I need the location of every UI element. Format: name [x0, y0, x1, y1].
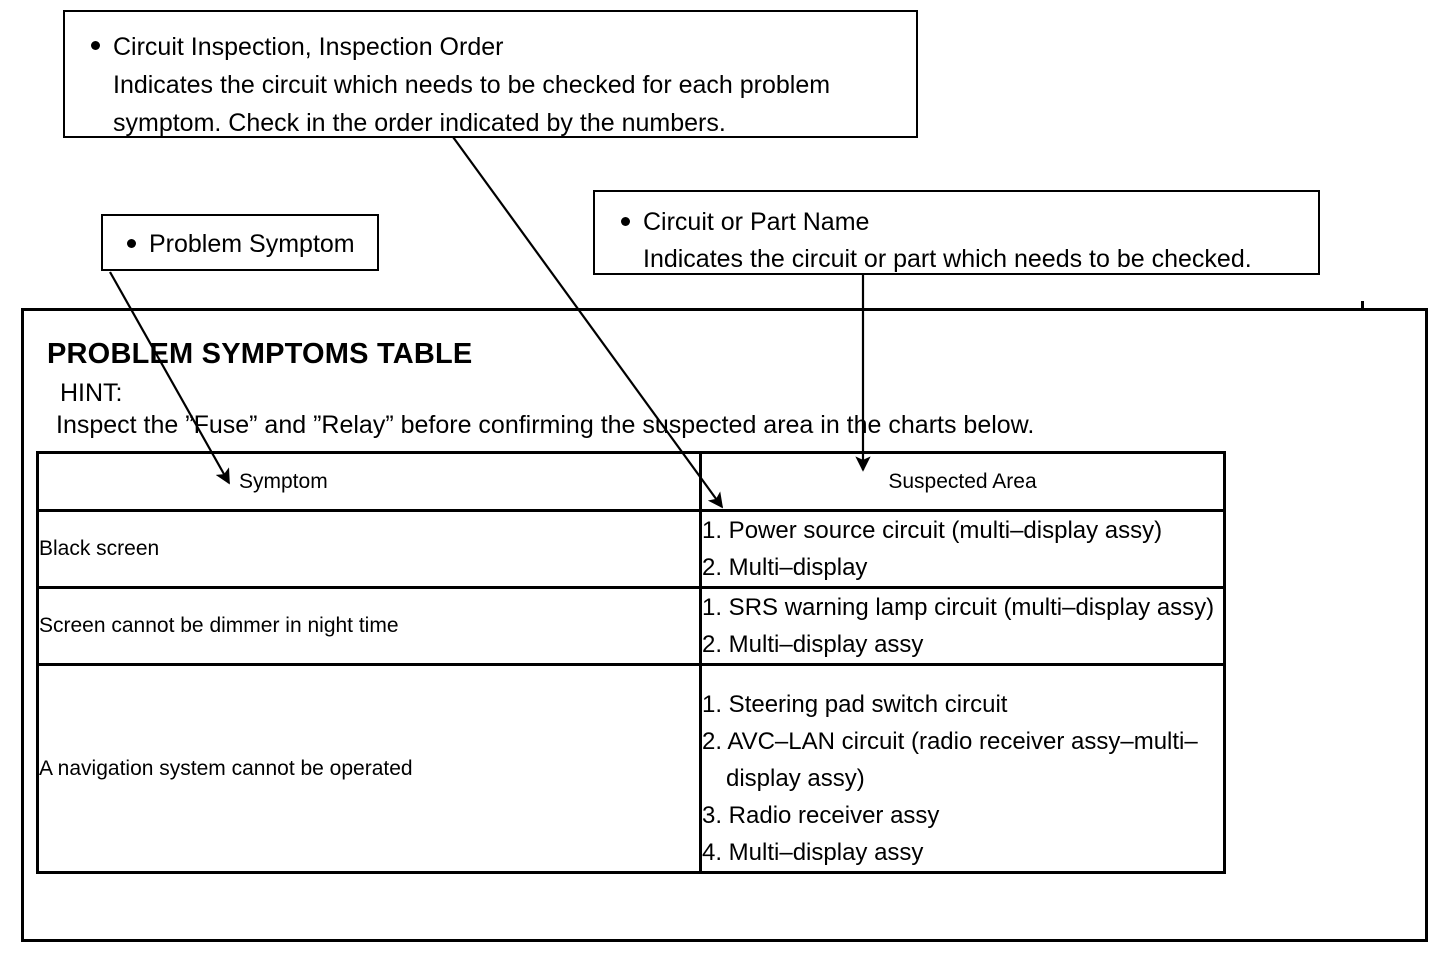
cell-symptom: A navigation system cannot be operated	[36, 663, 702, 874]
callout-body-line-2: symptom. Check in the order indicated by…	[113, 109, 726, 137]
problem-symptoms-table: Symptom Suspected Area Black screen 1. P…	[36, 451, 1226, 874]
suspected-area-item: 4. Multi–display assy	[702, 839, 924, 866]
callout-title: Circuit or Part Name	[643, 208, 870, 236]
table-header-row: Symptom Suspected Area	[36, 451, 1226, 512]
problem-symptoms-section: PROBLEM SYMPTOMS TABLE HINT: Inspect the…	[21, 308, 1428, 942]
callout-problem-symptom: Problem Symptom	[101, 214, 379, 271]
callout-body-line-1: Indicates the circuit or part which need…	[643, 245, 1252, 273]
hint-text: Inspect the ”Fuse” and ”Relay” before co…	[56, 411, 1035, 439]
bullet-dot-icon	[91, 41, 100, 50]
suspected-area-item: 2. Multi–display assy	[702, 631, 924, 658]
suspected-area-item: 2. AVC–LAN circuit (radio receiver assy–…	[702, 728, 1198, 755]
callout-inspection-order: Circuit Inspection, Inspection Order Ind…	[63, 10, 918, 138]
callout-title: Problem Symptom	[149, 230, 355, 258]
cell-symptom: Black screen	[36, 509, 702, 589]
table-row: Screen cannot be dimmer in night time 1.…	[36, 586, 1226, 666]
page-title: PROBLEM SYMPTOMS TABLE	[47, 338, 473, 370]
cell-suspected-area: 1. Steering pad switch circuit 2. AVC–LA…	[699, 663, 1226, 874]
bullet-dot-icon	[127, 239, 136, 248]
suspected-area-item-continuation: display assy)	[726, 765, 865, 792]
suspected-area-item: 1. Power source circuit (multi–display a…	[702, 517, 1163, 544]
callout-bullet-row: Problem Symptom	[119, 226, 377, 262]
hint-label: HINT:	[60, 379, 123, 407]
suspected-area-item: 3. Radio receiver assy	[702, 802, 940, 829]
callout-title: Circuit Inspection, Inspection Order	[113, 33, 504, 61]
cell-suspected-area: 1. SRS warning lamp circuit (multi–displ…	[699, 586, 1226, 666]
column-header-suspected-area: Suspected Area	[699, 451, 1226, 512]
column-header-symptom: Symptom	[36, 451, 702, 512]
bullet-dot-icon	[621, 217, 630, 226]
callout-body-line-1: Indicates the circuit which needs to be …	[113, 71, 831, 99]
cell-suspected-area: 1. Power source circuit (multi–display a…	[699, 509, 1226, 589]
suspected-area-item: 1. SRS warning lamp circuit (multi–displ…	[702, 594, 1215, 621]
callout-circuit-part-name: Circuit or Part Name Indicates the circu…	[593, 190, 1320, 275]
cell-symptom: Screen cannot be dimmer in night time	[36, 586, 702, 666]
frame-tick-mark	[1361, 301, 1364, 309]
table-row: A navigation system cannot be operated 1…	[36, 663, 1226, 874]
callout-bullet-row: Circuit Inspection, Inspection Order	[83, 28, 916, 66]
callout-bullet-row: Circuit or Part Name	[613, 204, 1318, 241]
table-row: Black screen 1. Power source circuit (mu…	[36, 509, 1226, 589]
suspected-area-item: 1. Steering pad switch circuit	[702, 691, 1008, 718]
suspected-area-item: 2. Multi–display	[702, 554, 868, 581]
